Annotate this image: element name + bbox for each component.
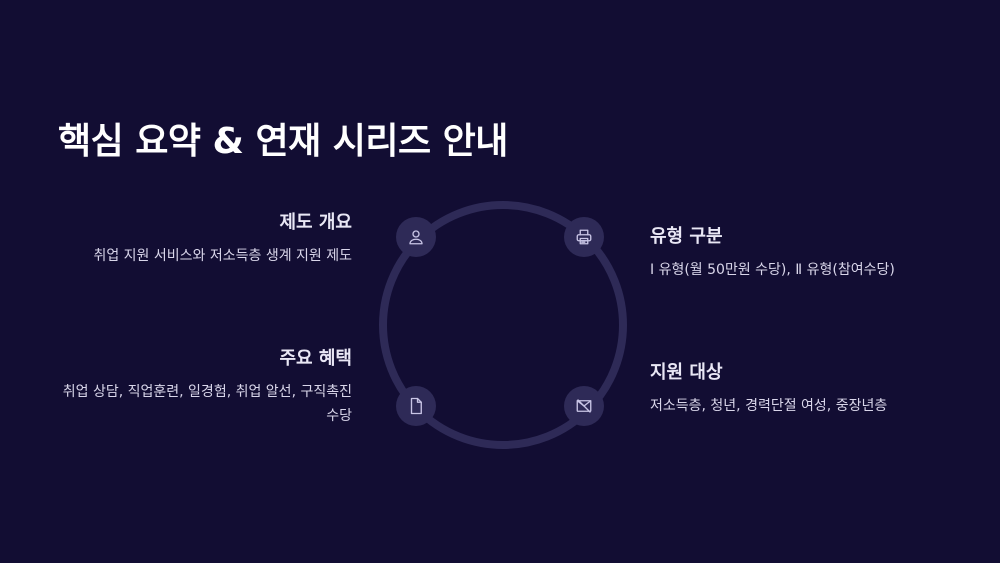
crossed-envelope-icon [564, 386, 604, 426]
info-block-types: 유형 구분 Ⅰ 유형(월 50만원 수당), Ⅱ 유형(참여수당) [650, 222, 970, 282]
document-icon [396, 386, 436, 426]
block-heading: 유형 구분 [650, 226, 723, 247]
block-description: Ⅰ 유형(월 50만원 수당), Ⅱ 유형(참여수당) [650, 262, 895, 278]
block-description: 취업 지원 서비스와 저소득층 생계 지원 제도 [93, 248, 352, 264]
block-description: 저소득층, 청년, 경력단절 여성, 중장년층 [650, 398, 888, 414]
block-description: 취업 상담, 직업훈련, 일경험, 취업 알선, 구직촉진수당 [62, 384, 352, 424]
block-heading: 지원 대상 [650, 362, 723, 383]
info-block-eligibility: 지원 대상 저소득층, 청년, 경력단절 여성, 중장년층 [650, 358, 970, 418]
page-title: 핵심 요약 & 연재 시리즈 안내 [58, 121, 508, 162]
cycle-ring [379, 201, 627, 449]
printer-icon [564, 217, 604, 257]
person-icon [396, 217, 436, 257]
block-heading: 제도 개요 [279, 212, 352, 233]
info-block-benefits: 주요 혜택 취업 상담, 직업훈련, 일경험, 취업 알선, 구직촉진수당 [52, 344, 352, 428]
block-heading: 주요 혜택 [279, 348, 352, 369]
info-block-overview: 제도 개요 취업 지원 서비스와 저소득층 생계 지원 제도 [52, 208, 352, 268]
